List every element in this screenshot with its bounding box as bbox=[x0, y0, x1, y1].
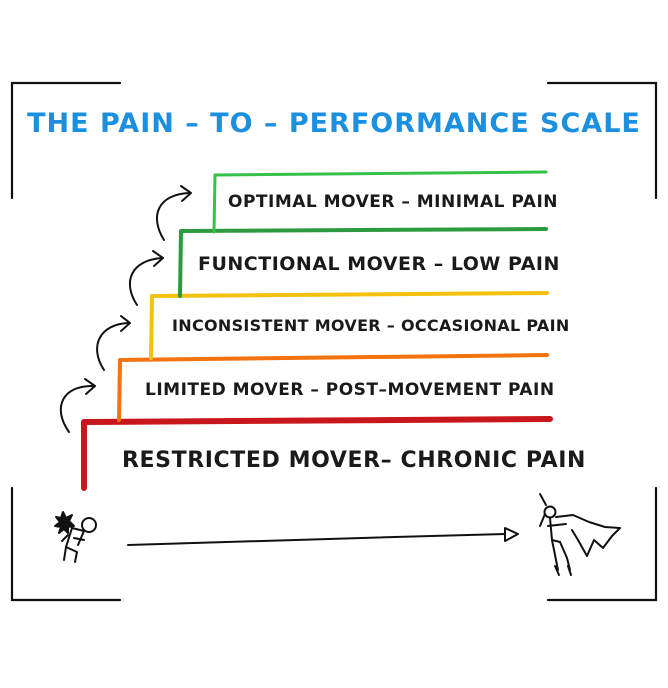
curved-arrow-icon bbox=[59, 378, 96, 433]
staircase bbox=[81, 170, 553, 491]
step-inconsistent-line bbox=[149, 291, 549, 360]
injured-person-icon bbox=[54, 511, 97, 563]
page-title: THE PAIN – TO – PERFORMANCE SCALE bbox=[27, 108, 641, 139]
step-label-restricted: RESTRICTED MOVER– CHRONIC PAIN bbox=[122, 448, 587, 473]
curved-arrow-icon bbox=[128, 250, 164, 306]
step-label-functional: FUNCTIONAL MOVER – LOW PAIN bbox=[198, 253, 560, 275]
progress-arrow-icon bbox=[127, 527, 519, 546]
step-label-optimal: OPTIMAL MOVER – MINIMAL PAIN bbox=[228, 192, 558, 212]
superhero-icon bbox=[539, 493, 621, 576]
step-functional-line bbox=[178, 227, 548, 298]
curved-arrow-icon bbox=[155, 185, 192, 241]
step-label-limited: LIMITED MOVER – POST–MOVEMENT PAIN bbox=[145, 380, 555, 400]
step-label-inconsistent: INCONSISTENT MOVER – OCCASIONAL PAIN bbox=[172, 316, 570, 335]
step-restricted-line bbox=[81, 416, 553, 491]
frame-corners bbox=[10, 81, 658, 602]
step-optimal-line bbox=[212, 170, 548, 234]
step-arrows bbox=[59, 185, 192, 433]
step-limited-line bbox=[117, 353, 549, 422]
curved-arrow-icon bbox=[96, 315, 131, 371]
